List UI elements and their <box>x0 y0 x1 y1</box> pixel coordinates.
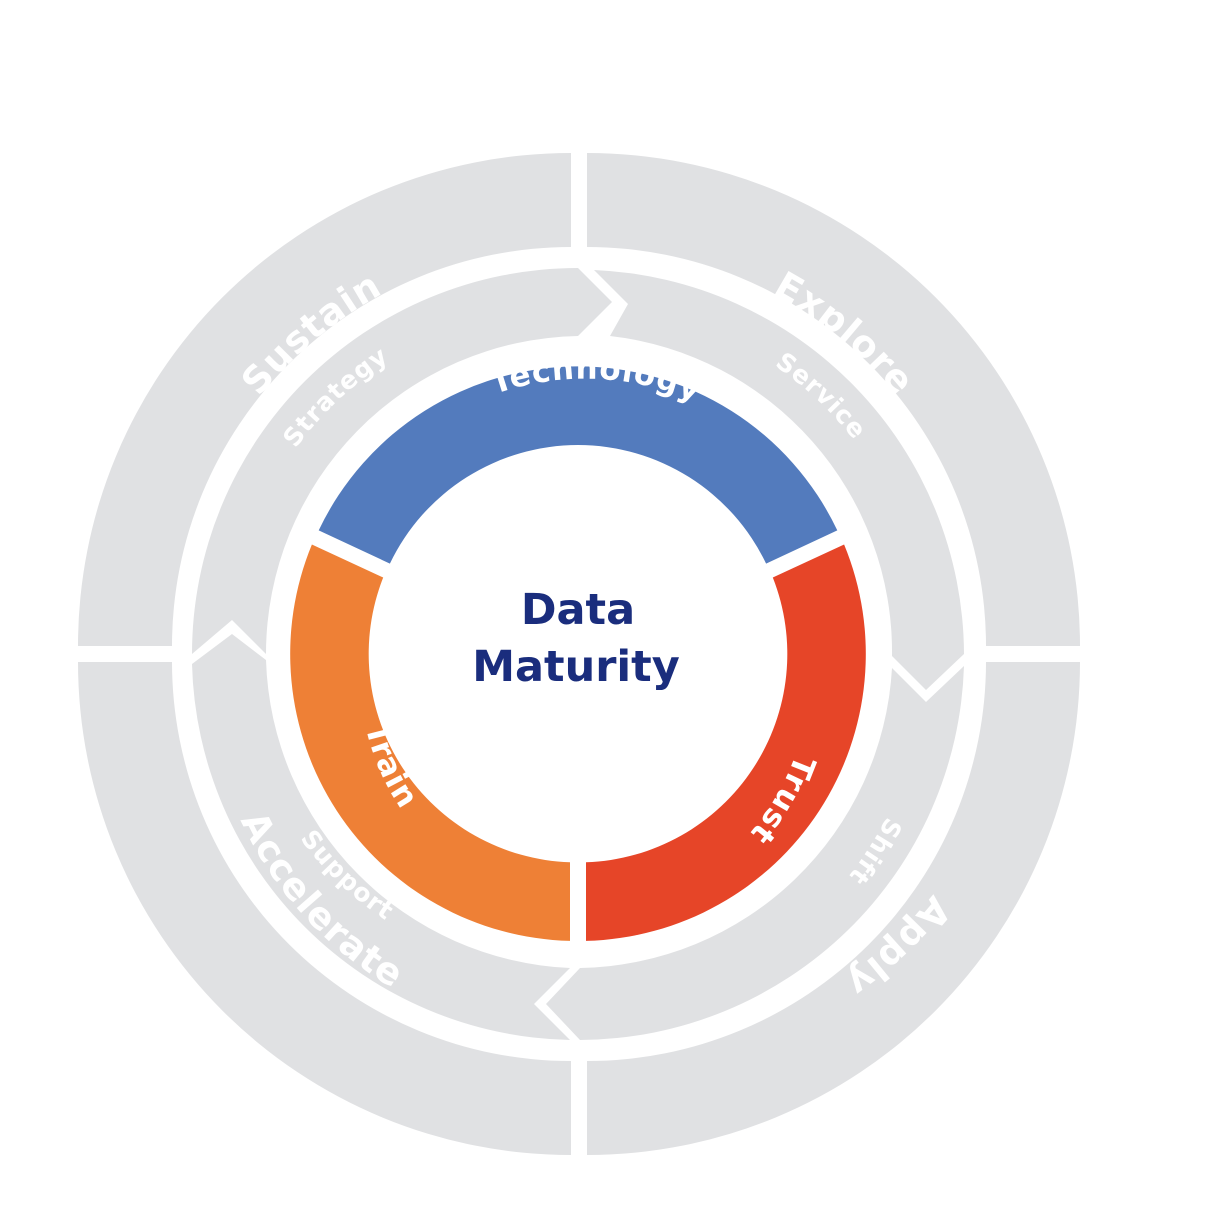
outer-ring <box>78 153 1080 1155</box>
center-title-line2: Maturity <box>472 642 680 692</box>
outer-segment-accelerate <box>78 662 571 1155</box>
inner-segment-train <box>290 544 570 941</box>
outer-segment-explore <box>587 153 1080 646</box>
middle-ring <box>192 268 964 1040</box>
outer-segment-apply <box>587 662 1080 1155</box>
inner-segment-technology <box>318 366 838 564</box>
outer-segment-sustain <box>78 153 571 646</box>
inner-ring <box>290 366 866 941</box>
middle-segment-shift <box>546 666 964 1040</box>
center-title-line1: Data <box>521 585 635 635</box>
middle-segment-service <box>594 270 964 690</box>
middle-segment-strategy <box>192 268 612 654</box>
inner-segment-trust <box>586 544 866 941</box>
middle-segment-support <box>192 634 570 1040</box>
